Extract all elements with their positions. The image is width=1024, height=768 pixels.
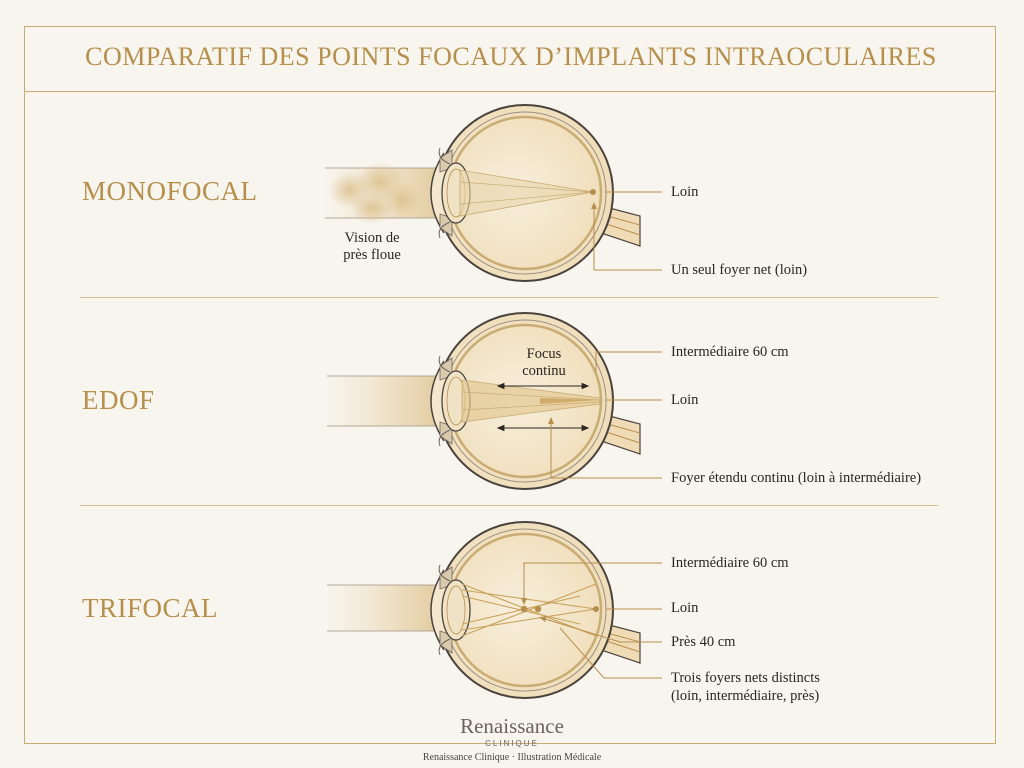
note-continuous-focus: Focus continu	[508, 346, 580, 380]
light-beam	[327, 585, 435, 631]
page-title: COMPARATIF DES POINTS FOCAUX D’IMPLANTS …	[85, 42, 937, 71]
label-loin: Loin	[671, 600, 699, 616]
leader-intermediate	[521, 562, 662, 605]
row-divider-1	[80, 297, 938, 298]
label-loin: Loin	[671, 392, 699, 408]
eye-edof	[327, 312, 662, 490]
label-three-foci-detail: (loin, intermédiaire, près)	[671, 688, 820, 704]
focal-point-near	[534, 605, 542, 613]
brand-logo: Renaissance	[460, 714, 564, 738]
label-intermediate: Intermédiaire 60 cm	[671, 555, 789, 571]
leader-extended-focus	[548, 417, 662, 479]
focal-point-intermediate	[520, 605, 528, 613]
label-single-focus: Un seul foyer net (loin)	[671, 262, 808, 278]
focal-point-loin	[590, 189, 596, 195]
note-line: continu	[522, 363, 566, 379]
row-label-trifocal: TRIFOCAL	[82, 593, 219, 623]
lens	[441, 579, 471, 641]
row-label-monofocal: MONOFOCAL	[82, 176, 258, 206]
label-intermediate: Intermédiaire 60 cm	[671, 344, 789, 360]
leader-intermediate	[595, 351, 662, 372]
label-three-foci: Trois foyers nets distincts	[671, 670, 820, 686]
eye-monofocal	[325, 104, 662, 282]
note-line: Focus	[526, 346, 562, 362]
outer-frame	[24, 26, 996, 744]
light-beam	[327, 376, 435, 426]
note-line: près floue	[343, 247, 401, 263]
eye-trifocal	[327, 521, 662, 699]
leader-near	[539, 616, 662, 643]
row-divider-2	[80, 505, 938, 506]
title-divider	[24, 91, 996, 92]
cornea	[430, 152, 445, 234]
brand-subtitle: CLINIQUE	[485, 739, 539, 748]
note-line: Vision de	[344, 230, 400, 246]
blur-cloud	[384, 182, 420, 218]
focal-point-loin	[593, 606, 599, 612]
label-loin: Loin	[671, 184, 699, 200]
leader-three-foci	[559, 627, 662, 679]
blur-cloud	[350, 192, 394, 224]
light-rays	[459, 169, 594, 217]
label-near: Près 40 cm	[671, 634, 736, 650]
row-label-edof: EDOF	[82, 385, 155, 415]
light-rays	[461, 379, 601, 423]
cornea	[430, 569, 445, 651]
cornea	[430, 360, 445, 442]
note-blurred-near: Vision de près floue	[330, 230, 414, 264]
label-extended-focus: Foyer étendu continu (loin à intermédiai…	[671, 470, 922, 486]
footer-credit: Renaissance Clinique · Illustration Médi…	[422, 752, 602, 763]
